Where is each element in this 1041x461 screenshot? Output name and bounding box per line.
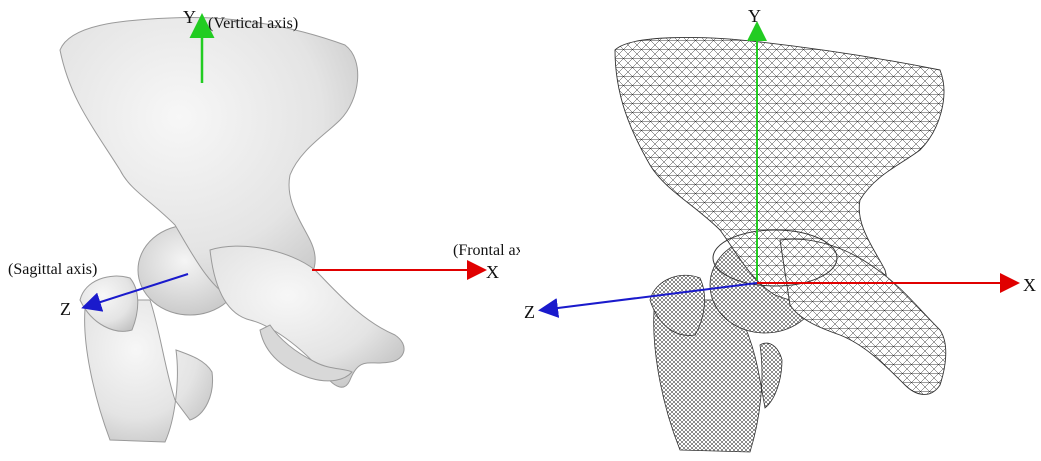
mesh-ischium [780,239,946,394]
z-axis-label: Z [524,302,535,322]
wireframe-model-view: Y X Z [520,0,1041,461]
y-axis-label: Y [748,6,761,26]
z-axis-name: (Sagittal axis) [8,261,97,278]
ilium-wing [60,17,358,301]
x-axis-name: (Frontal axis) [453,242,520,259]
z-axis-label: Z [60,299,71,319]
mesh-ilium-wing [615,37,944,304]
solid-model-view: Y (Vertical axis) X (Frontal axis) Z (Sa… [0,0,520,461]
solid-model-panel: Y (Vertical axis) X (Frontal axis) Z (Sa… [0,0,520,461]
y-axis-name: (Vertical axis) [208,15,298,32]
x-axis-label: X [1023,275,1036,295]
y-axis-label: Y [183,7,196,27]
wireframe-model-panel: Y X Z [520,0,1041,461]
x-axis-label: X [486,262,499,282]
